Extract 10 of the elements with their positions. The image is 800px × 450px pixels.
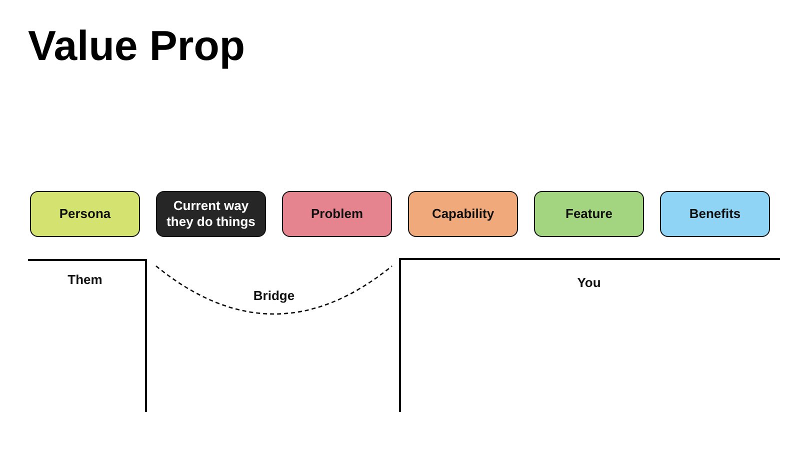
section-label: You xyxy=(577,275,601,290)
title: Value Prop xyxy=(28,22,246,70)
stage-box: Feature xyxy=(534,191,644,237)
stage-box: Problem xyxy=(282,191,392,237)
section-label: Bridge xyxy=(253,288,295,303)
stage-box: Persona xyxy=(30,191,140,237)
section-label: Them xyxy=(68,272,102,287)
stage-box: Current way they do things xyxy=(156,191,266,237)
stage-box: Benefits xyxy=(660,191,770,237)
stage-box: Capability xyxy=(408,191,518,237)
